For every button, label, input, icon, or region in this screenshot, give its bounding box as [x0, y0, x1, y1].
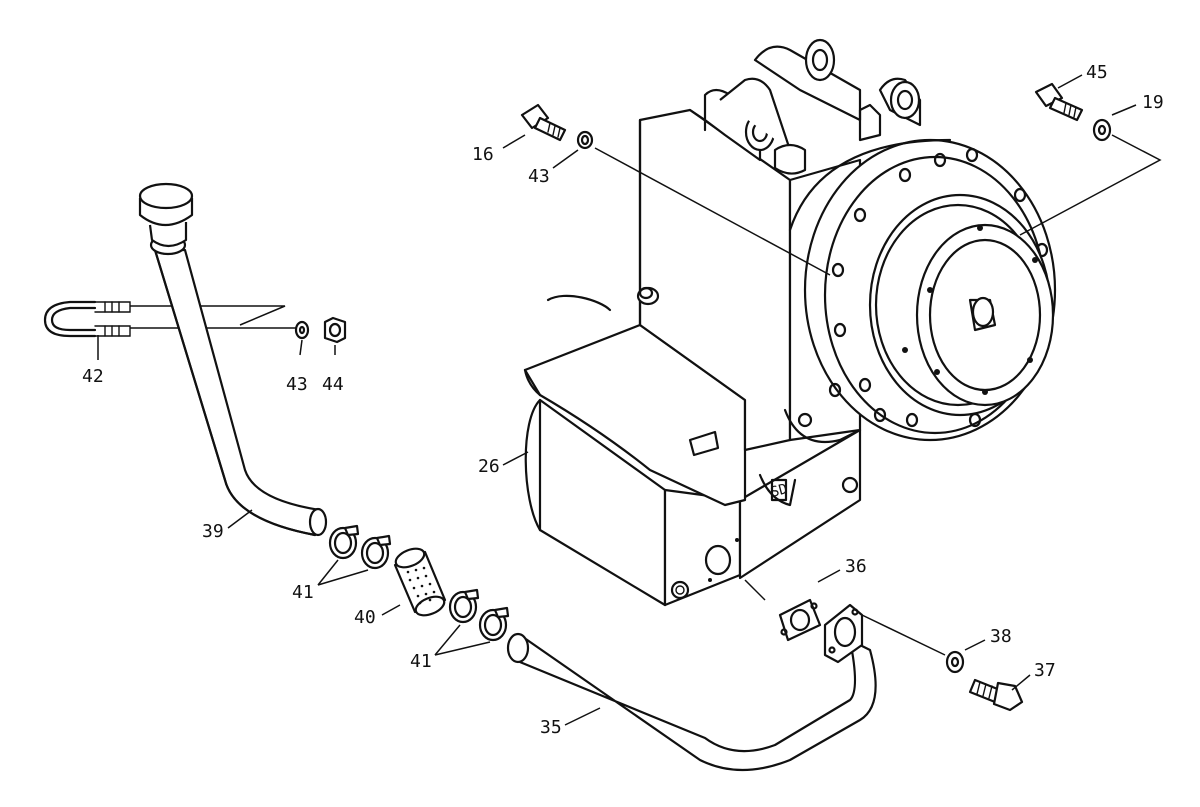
block-marking: SD	[769, 481, 789, 501]
gasket-36	[778, 598, 822, 642]
callout-16: 16	[472, 144, 494, 165]
callout-45: 45	[1086, 62, 1108, 83]
output-flange	[788, 138, 1057, 442]
callout-leaders	[97, 74, 1137, 726]
bolt-37	[968, 678, 1024, 712]
bolt-16	[520, 103, 567, 142]
hose-clamp-41-a	[328, 524, 360, 560]
washer-19	[1092, 118, 1112, 142]
hose-clamp-41-b	[360, 534, 392, 570]
washer-38	[945, 650, 965, 674]
callout-42: 42	[82, 366, 104, 387]
nut-44	[323, 316, 347, 344]
callout-40: 40	[354, 607, 376, 628]
callout-36: 36	[845, 556, 867, 577]
transmission-housing	[523, 38, 922, 607]
pipe-flange-plate	[823, 603, 864, 664]
filler-pipe-39	[138, 182, 328, 537]
callout-19: 19	[1142, 92, 1164, 113]
leader-19	[1019, 134, 1162, 236]
washer-43-mid	[294, 320, 310, 340]
hose-clamp-41-d	[478, 606, 510, 642]
washer-43-top	[576, 130, 594, 150]
top-bosses	[703, 38, 922, 175]
hose-sleeve-40	[393, 547, 447, 617]
callout-26: 26	[478, 456, 500, 477]
leader-38-to-flange	[861, 614, 946, 656]
callout-41-right: 41	[410, 651, 432, 672]
callout-41-left: 41	[292, 582, 314, 603]
leader-43-top	[594, 147, 831, 276]
callout-43-top: 43	[528, 166, 550, 187]
callout-38: 38	[990, 626, 1012, 647]
leader-42-upper	[130, 305, 286, 326]
hose-clamp-41-c	[448, 588, 480, 624]
callout-39: 39	[202, 521, 224, 542]
callout-43-mid: 43	[286, 374, 308, 395]
callout-37: 37	[1034, 660, 1056, 681]
leader-36-to-housing	[744, 579, 766, 601]
suction-pipe-35	[506, 632, 877, 772]
callout-35: 35	[540, 717, 562, 738]
callout-44: 44	[322, 374, 344, 395]
bolt-45	[1034, 82, 1084, 122]
u-bolt-42	[43, 300, 131, 338]
